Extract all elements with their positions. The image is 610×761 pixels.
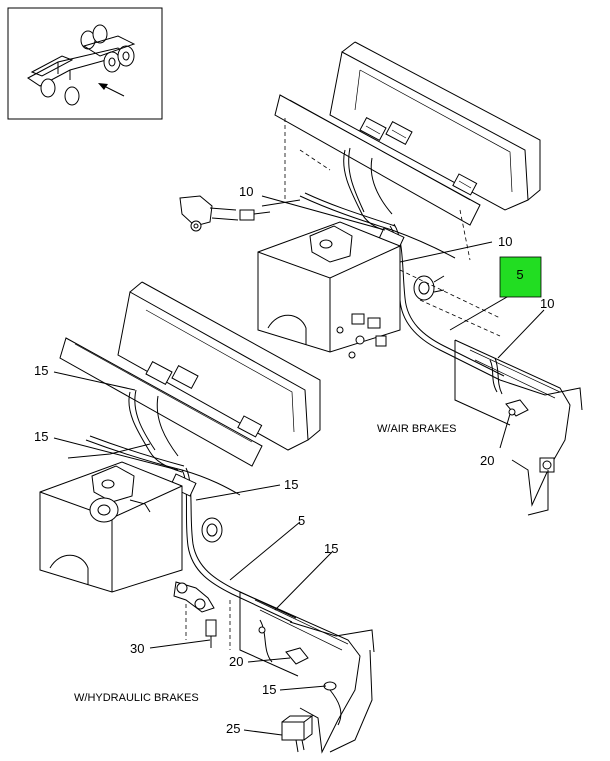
callout-20-hyd[interactable]: 20: [229, 654, 243, 669]
callout-15b[interactable]: 15: [34, 429, 48, 444]
leader-lines: [53, 195, 545, 736]
callout-20-air[interactable]: 20: [480, 453, 494, 468]
air-brakes-label: W/AIR BRAKES: [377, 423, 456, 435]
callout-10b[interactable]: 10: [498, 234, 512, 249]
callout-10a[interactable]: 10: [239, 184, 253, 199]
callout-5-hyd[interactable]: 5: [298, 513, 305, 528]
hydraulic-brakes-label: W/HYDRAULIC BRAKES: [74, 692, 199, 704]
truck-locator-icon: [27, 24, 136, 106]
section-labels: W/AIR BRAKES W/HYDRAULIC BRAKES: [74, 423, 456, 704]
callout-numbers: 10 10 10 20 15 15 15 5 15 30 20 15 25: [34, 184, 554, 736]
callout-15e[interactable]: 15: [262, 682, 276, 697]
highlight-callout-5[interactable]: 5: [499, 256, 542, 298]
callout-15c[interactable]: 15: [284, 477, 298, 492]
callout-10c[interactable]: 10: [540, 296, 554, 311]
callout-30[interactable]: 30: [130, 641, 144, 656]
locator-arrow: [98, 83, 125, 97]
callout-25[interactable]: 25: [226, 721, 240, 736]
callout-15d[interactable]: 15: [324, 541, 338, 556]
callout-15a[interactable]: 15: [34, 363, 48, 378]
locator-inset: [7, 7, 163, 120]
air-brakes-assembly: [179, 41, 583, 516]
hydraulic-brakes-assembly: [39, 281, 375, 754]
callout-5-highlight-label: 5: [516, 267, 523, 282]
